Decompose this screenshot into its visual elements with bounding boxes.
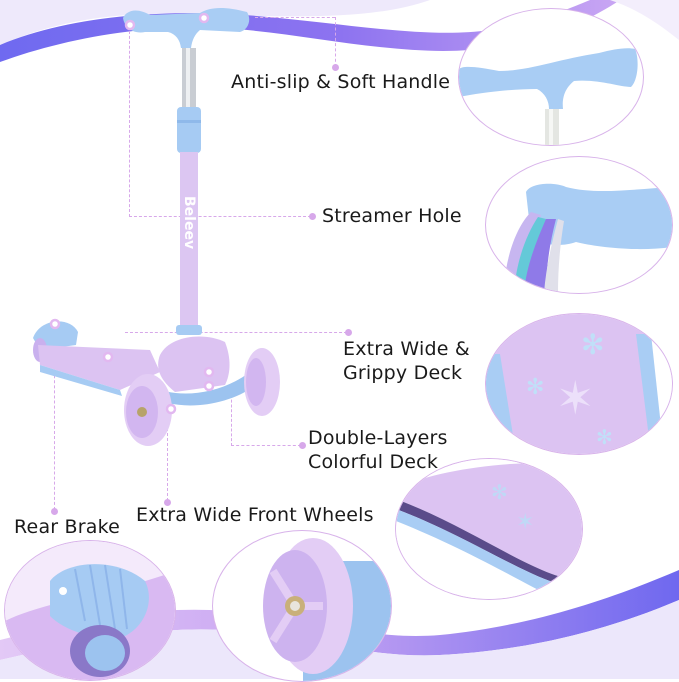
svg-text:✶: ✶	[516, 510, 534, 535]
callout-line-deck	[125, 332, 347, 333]
deck-closeup-icon: ✻ ✻ ✻ ✶	[486, 314, 672, 454]
streamer-closeup-icon	[504, 183, 672, 293]
svg-text:✻: ✻	[581, 328, 604, 361]
detail-front-wheel	[212, 530, 392, 682]
label-extra-wide-deck-line1: Extra Wide &	[343, 338, 470, 360]
detail-double-layer-deck: ✻ ✶	[395, 458, 583, 600]
label-streamer-hole: Streamer Hole	[322, 205, 462, 227]
callout-line-double-deck	[231, 390, 232, 446]
label-extra-wide-deck-line2: Grippy Deck	[343, 362, 463, 384]
callout-line-rear-brake	[54, 360, 55, 510]
label-double-layers-line1: Double-Layers	[308, 427, 448, 449]
handle-closeup-icon	[459, 48, 638, 145]
double-deck-closeup-icon: ✻ ✶	[396, 459, 582, 599]
detail-handle	[458, 8, 644, 146]
callout-line-handle-left	[129, 26, 130, 217]
label-front-wheels: Extra Wide Front Wheels	[136, 504, 374, 526]
callout-dot-deck	[345, 329, 352, 336]
svg-text:✻: ✻	[596, 425, 613, 449]
callout-dot-double-deck	[299, 442, 306, 449]
label-anti-slip-handle: Anti-slip & Soft Handle	[231, 71, 451, 93]
callout-line-double-deck-h	[231, 445, 301, 446]
detail-rear-brake	[4, 540, 176, 681]
svg-text:✻: ✻	[526, 375, 544, 400]
callout-dot-handle	[332, 64, 339, 71]
callout-line-streamer	[129, 216, 311, 217]
callout-line-handle-right	[335, 17, 336, 67]
callout-line-handle-top	[255, 17, 335, 18]
detail-streamer-hole	[485, 156, 673, 294]
scooter-illustration: Beleev	[33, 7, 280, 446]
brake-closeup-icon	[5, 541, 175, 680]
label-double-layers-line2: Colorful Deck	[308, 451, 439, 473]
callout-dot-front-wheels	[164, 499, 171, 506]
detail-grippy-deck: ✻ ✻ ✻ ✶	[485, 313, 673, 455]
svg-text:✶: ✶	[556, 371, 595, 425]
callout-line-front-wheels	[167, 418, 168, 501]
callout-dot-streamer	[309, 213, 316, 220]
callout-dot-rear-brake	[51, 508, 58, 515]
svg-text:✻: ✻	[491, 480, 508, 504]
wheel-closeup-icon	[263, 538, 391, 681]
label-rear-brake: Rear Brake	[14, 516, 121, 538]
brand-logo: Beleev	[181, 196, 197, 249]
